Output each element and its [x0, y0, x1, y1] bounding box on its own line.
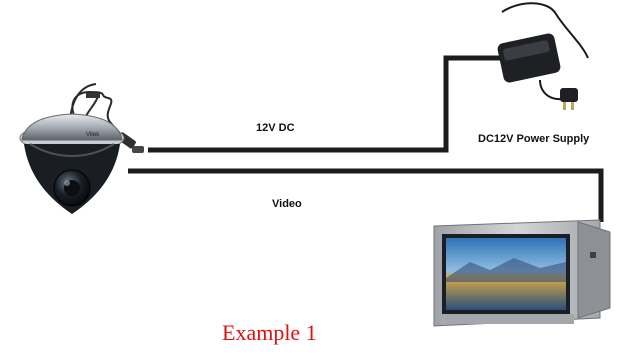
monitor [433, 219, 611, 327]
power-cable [148, 55, 500, 153]
camera-brand-text: Vitek [86, 132, 100, 138]
video-cable-label: Video [272, 198, 302, 210]
power-cable-label: 12V DC [256, 122, 295, 134]
example-caption: Example 1 [222, 320, 317, 345]
video-cable [128, 168, 604, 222]
power-supply-adapter [497, 2, 589, 110]
power-supply-label: DC12V Power Supply [478, 133, 590, 145]
dome-camera: Vitek [19, 113, 125, 214]
